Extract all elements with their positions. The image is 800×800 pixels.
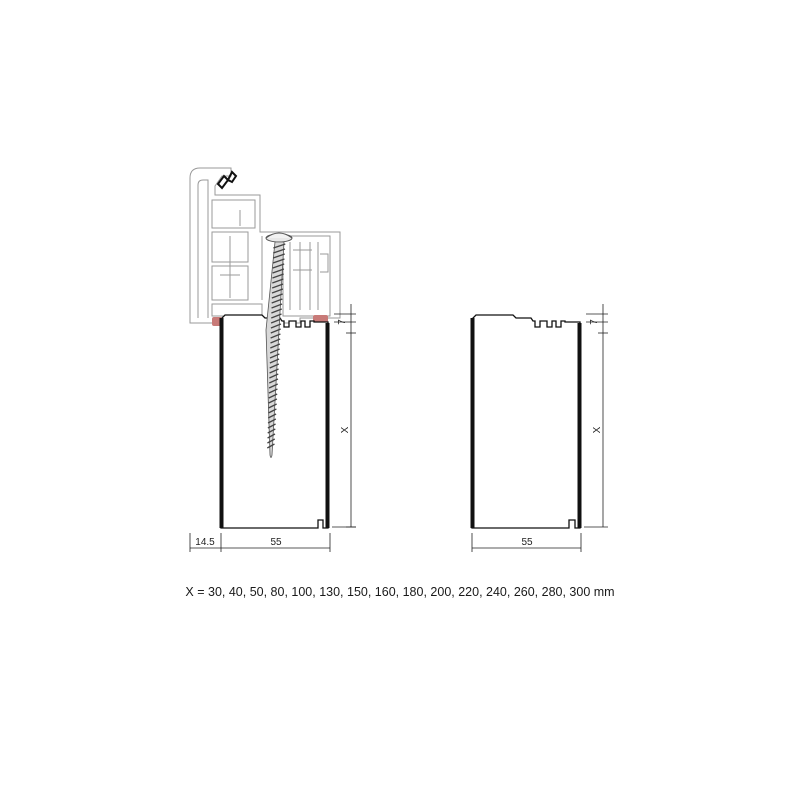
right-dimensions <box>471 304 608 552</box>
right-top-label: 7 <box>589 319 600 325</box>
screw-icon <box>265 232 293 458</box>
left-top-label: 7 <box>337 319 348 325</box>
left-width-label: 55 <box>270 537 282 548</box>
window-frame-section <box>189 167 341 324</box>
right-height-label: X <box>592 426 603 433</box>
left-dimensions <box>189 304 356 552</box>
left-height-label: X <box>340 426 351 433</box>
right-width-label: 55 <box>521 537 533 548</box>
glazing-clip-icon <box>216 170 238 190</box>
left-offset-label: 14.5 <box>195 537 215 548</box>
size-caption: X = 30, 40, 50, 80, 100, 130, 150, 160, … <box>185 585 615 599</box>
extension-profile-right <box>471 314 581 529</box>
